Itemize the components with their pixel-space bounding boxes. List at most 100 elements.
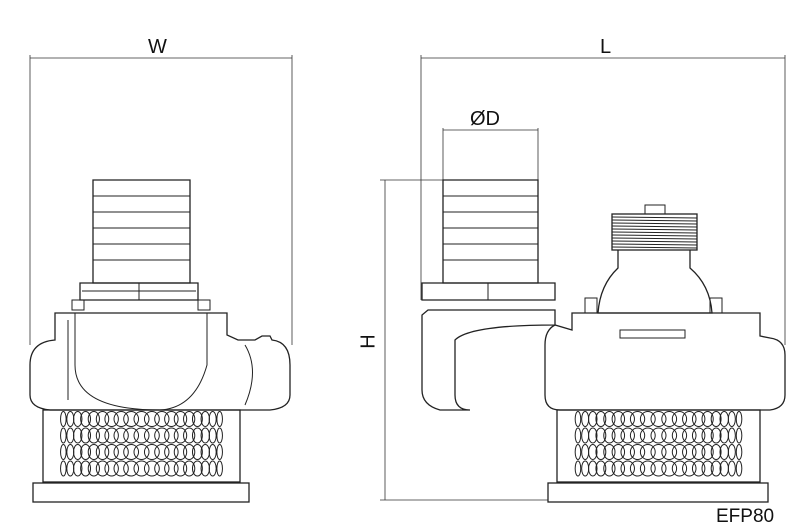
front-view [29,179,291,503]
strainer-hole [216,427,223,444]
strainer-hole [164,411,179,427]
height-label: H [357,334,380,349]
strainer-hole [183,427,196,444]
strainer-hole [133,411,150,427]
strainer-hole [588,444,598,460]
strainer-holes-side [574,411,743,477]
strainer-hole [735,427,743,444]
strainer-hole [154,444,170,460]
strainer-hole [60,444,67,460]
strainer-hole [620,460,635,477]
strainer-hole [173,444,188,460]
strainer-hole [216,411,223,427]
thread-line [611,243,698,246]
strainer-holes-front [60,411,223,477]
strainer-hole [66,427,75,444]
strainer-hole [581,460,590,477]
strainer-hole [80,460,92,477]
strainer-hole [691,411,706,427]
strainer-hole [735,444,743,460]
strainer-hole [650,427,667,444]
strainer-hole [73,444,83,460]
strainer-hole [154,460,170,477]
strainer-hole [66,411,75,427]
strainer-hole [603,444,616,460]
strainer-hole [682,444,697,460]
strainer-hole [143,411,160,427]
strainer-hole [208,427,217,444]
strainer-hole [113,411,129,427]
strainer-hole [87,427,100,444]
strainer-hole [620,444,635,460]
thread-line [611,225,698,228]
diameter-dimension [442,128,539,180]
strainer-hole [133,444,150,460]
strainer-hole [183,444,196,460]
strainer-hole [60,460,67,477]
strainer-hole [216,444,223,460]
strainer-hole [639,444,656,460]
thread-lines [611,216,698,249]
thread-line [611,216,698,219]
strainer-hole [639,427,656,444]
strainer-hole [595,427,607,444]
strainer-hole [611,411,626,427]
thread-line [611,240,698,243]
strainer-hole [661,460,678,477]
strainer-hole [682,460,697,477]
strainer-hole [701,444,714,460]
strainer-hole [87,460,100,477]
strainer-hole [73,460,83,477]
strainer-hole [727,460,736,477]
strainer-hole [95,427,110,444]
strainer-hole [173,411,188,427]
strainer-hole [639,411,656,427]
strainer-hole [735,411,743,427]
strainer-hole [66,444,75,460]
strainer-hole [581,427,590,444]
thread-line [611,222,698,225]
strainer-hole [574,411,582,427]
strainer-hole [710,460,722,477]
strainer-hole [629,411,646,427]
strainer-hole [581,444,590,460]
thread-line [611,228,698,231]
strainer-hole [113,460,129,477]
strainer-hole [208,411,217,427]
strainer-hole [164,460,179,477]
strainer-hole [216,460,223,477]
strainer-hole [133,460,150,477]
strainer-hole [661,411,678,427]
model-label: EFP80 [716,506,775,527]
strainer-hole [66,460,75,477]
strainer-hole [95,460,110,477]
strainer-hole [629,444,646,460]
strainer-hole [123,460,140,477]
strainer-hole [143,427,160,444]
strainer-hole [154,427,170,444]
strainer-hole [113,427,129,444]
strainer-hole [629,460,646,477]
strainer-hole [164,444,179,460]
strainer-hole [701,427,714,444]
length-label: L [600,36,612,58]
height-dimension [380,179,548,501]
strainer-hole [80,427,92,444]
strainer-hole [727,411,736,427]
strainer-hole [629,427,646,444]
strainer-hole [595,444,607,460]
strainer-hole [650,444,667,460]
strainer-hole [595,411,607,427]
strainer-hole [80,411,92,427]
strainer-hole [710,427,722,444]
strainer-hole [701,411,714,427]
strainer-hole [682,411,697,427]
strainer-hole [671,411,688,427]
strainer-hole [183,460,196,477]
strainer-hole [95,444,110,460]
strainer-hole [191,427,203,444]
strainer-hole [661,444,678,460]
strainer-hole [104,460,119,477]
strainer-hole [682,427,697,444]
